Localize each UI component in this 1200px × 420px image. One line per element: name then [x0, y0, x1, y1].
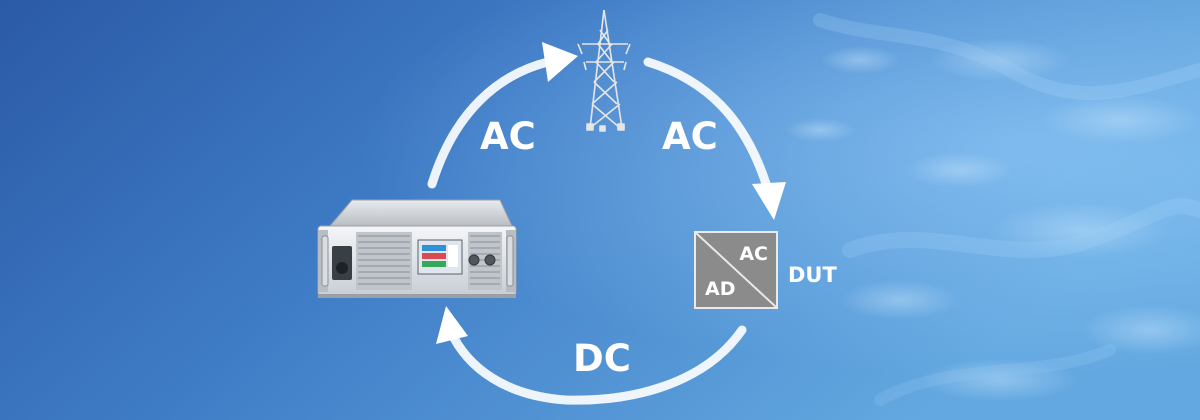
rotary-knob-right: [484, 254, 496, 266]
flow-arrows: [427, 57, 773, 405]
power-knob: [336, 262, 348, 274]
power-supply-unit: [317, 199, 517, 298]
arrow-ac-to-grid: [427, 57, 553, 189]
label-ac-left: AC: [480, 115, 536, 158]
handle-left: [321, 235, 329, 287]
rotary-knob-left: [468, 254, 480, 266]
dut-label-ad: AD: [705, 278, 736, 300]
dut-label-ac: AC: [739, 243, 768, 265]
circuit-board-decoration: [785, 13, 1200, 406]
arrow-head-up-right: [542, 42, 578, 82]
power-pylon-icon: [577, 9, 631, 132]
label-dc: DC: [573, 337, 631, 380]
arrow-heads: [436, 42, 786, 344]
arrow-grid-to-dut: [643, 57, 773, 195]
label-ac-right: AC: [662, 115, 718, 158]
arrow-head-down: [752, 182, 786, 220]
arrow-dut-to-device: [445, 325, 747, 405]
dut-box: AC AD: [694, 231, 778, 309]
arrow-head-up-left: [436, 306, 468, 344]
vent-grille-left: [356, 232, 412, 290]
handle-right: [506, 235, 514, 287]
label-dut: DUT: [788, 263, 837, 287]
dut-diagonal: [696, 233, 776, 307]
